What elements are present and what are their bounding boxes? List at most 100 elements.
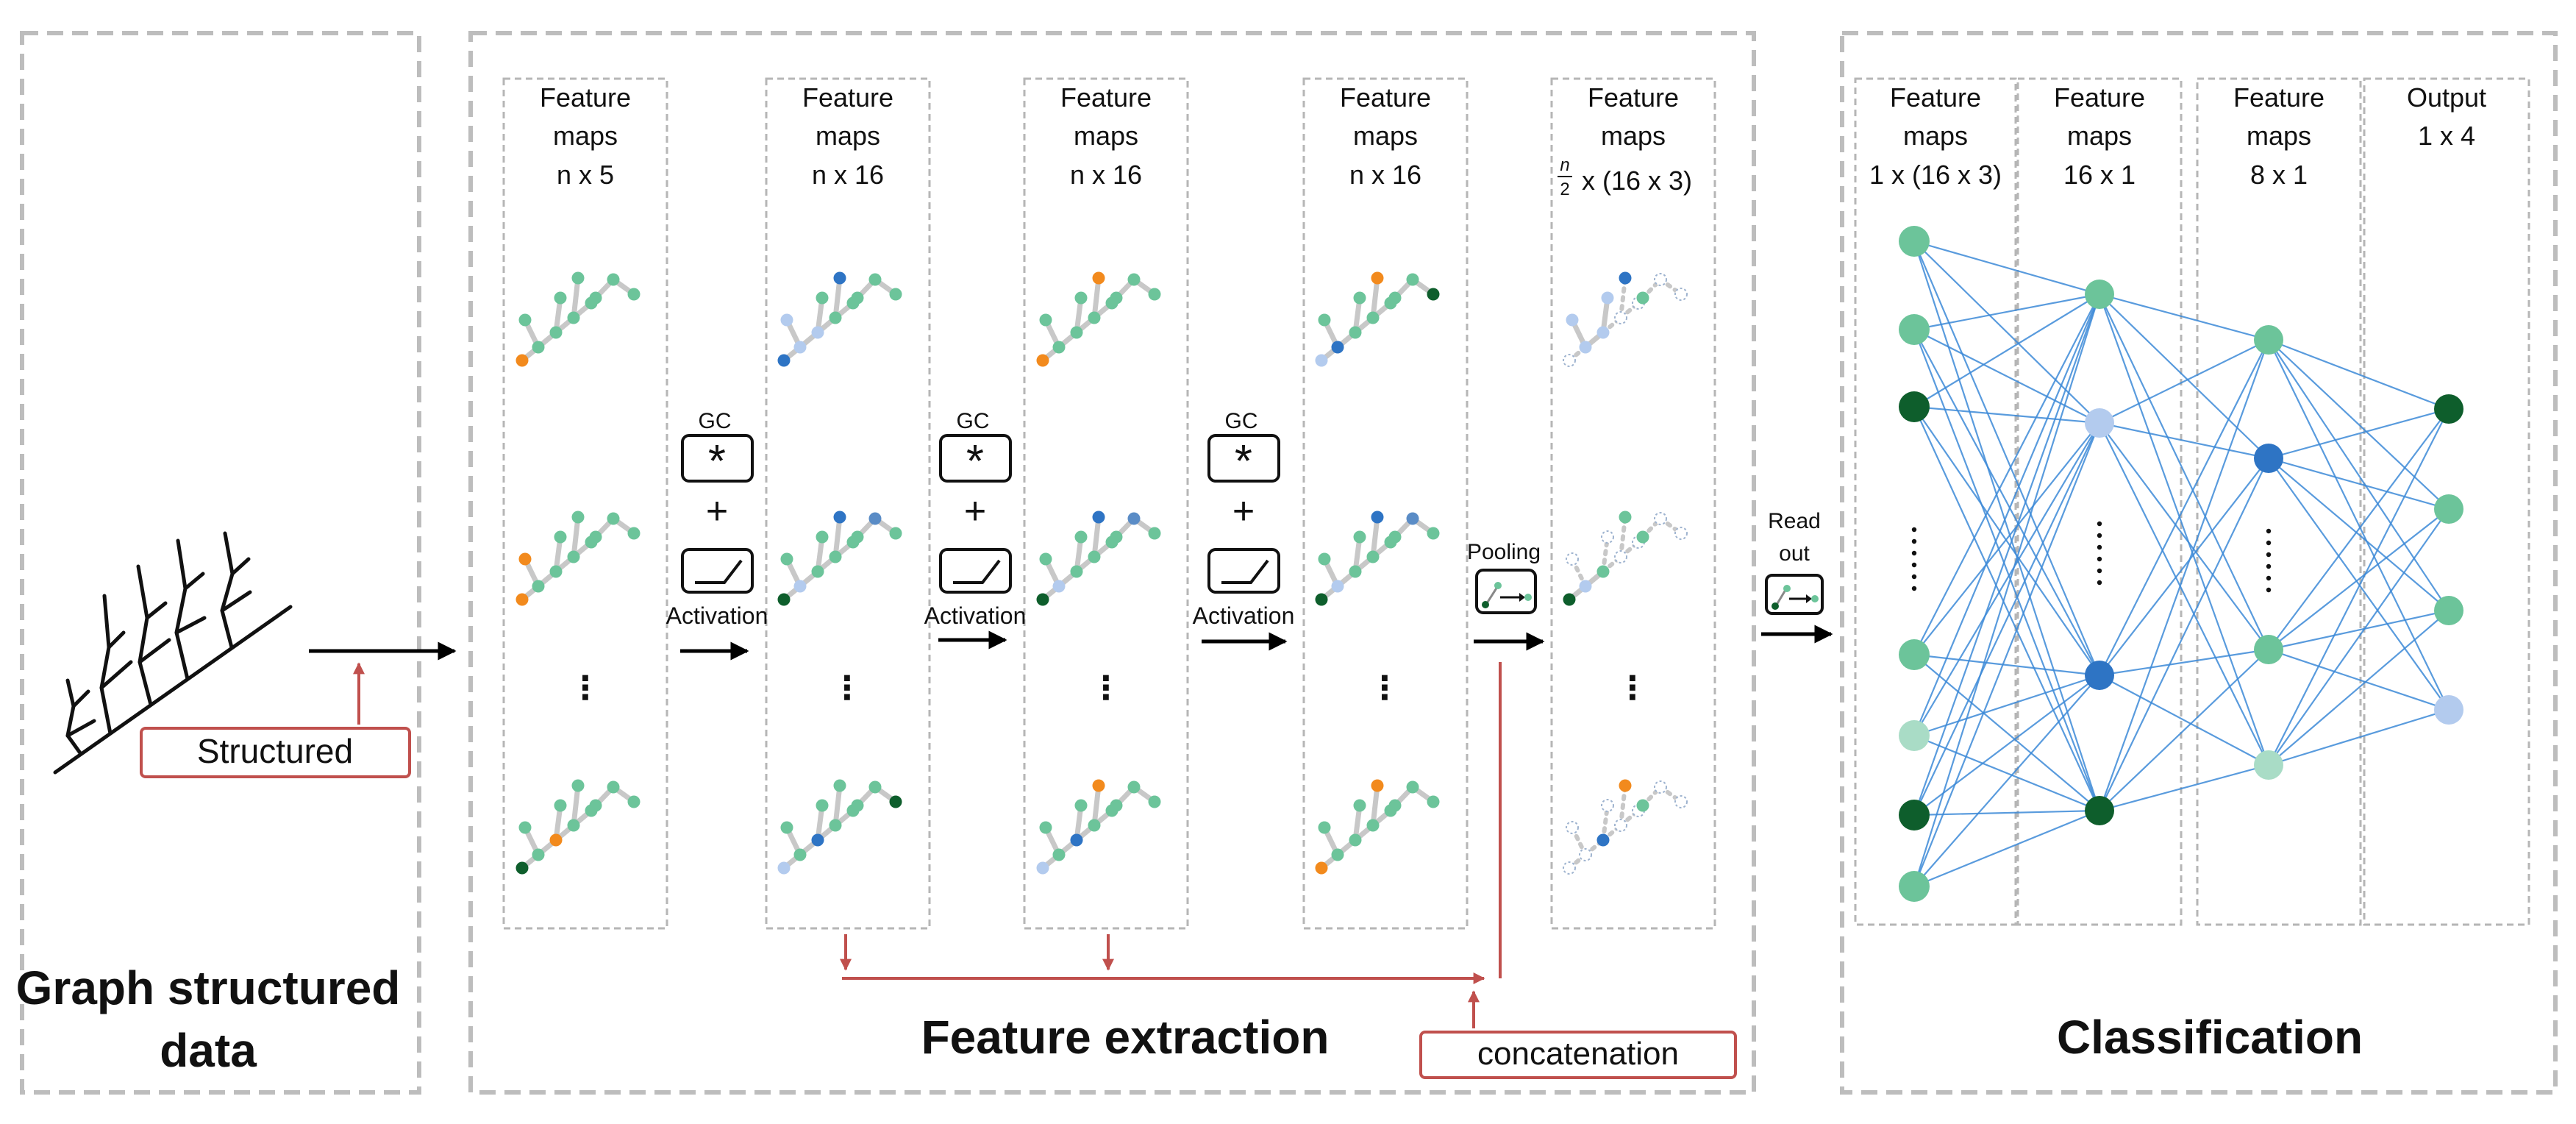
- network-edge: [2098, 294, 2270, 766]
- graph-node: [515, 593, 529, 606]
- structured-label: Structured: [197, 732, 353, 770]
- graph-node: [1036, 593, 1049, 606]
- graph-node: [1579, 580, 1592, 593]
- graph-node: [1619, 271, 1632, 285]
- svg-text:Read: Read: [1768, 509, 1821, 533]
- graph-node: [1636, 291, 1649, 305]
- graph-node: [780, 821, 793, 834]
- graph-node: [607, 273, 620, 286]
- graph-node: [816, 530, 829, 544]
- svg-text:maps: maps: [1353, 121, 1418, 151]
- network-edge: [2268, 408, 2450, 460]
- network-edge: [2268, 458, 2450, 711]
- graph-node: [1601, 291, 1614, 305]
- graph-node: [816, 291, 829, 305]
- graph-node: [607, 780, 620, 794]
- network-edge: [1913, 422, 2100, 816]
- feature-column-3-header: Feature maps n x 16: [1060, 82, 1152, 190]
- network-edge: [1913, 294, 2100, 655]
- fraction-numerator: n: [1560, 155, 1569, 175]
- graph-node: [1092, 779, 1105, 792]
- graph-node: [777, 861, 791, 875]
- network-edge: [1913, 422, 2101, 887]
- graph-node: [1052, 341, 1066, 354]
- network-edge: [2268, 338, 2450, 410]
- ellipsis-dot: [1911, 586, 1917, 591]
- graph-node: [829, 819, 842, 832]
- ellipsis-dot: [2097, 521, 2102, 527]
- fully-connected-network: [1899, 226, 2463, 902]
- network-edge: [1913, 405, 2100, 424]
- svg-text:out: out: [1779, 541, 1810, 566]
- graph-node: [1619, 511, 1632, 524]
- network-neuron: [1899, 391, 1930, 422]
- network-edge: [1913, 294, 2100, 408]
- graph-node-pooled: [1654, 780, 1667, 794]
- classifier-column-2-header: Feature maps 16 x 1: [2054, 82, 2145, 190]
- gc-activation-block-2: GC * + Activation: [924, 409, 1026, 650]
- convolution-icon: *: [708, 436, 726, 487]
- graph-glyph: [515, 779, 641, 875]
- concatenation-label: concatenation: [1477, 1036, 1679, 1072]
- graph-node: [811, 833, 824, 847]
- network-edge: [1913, 294, 2101, 736]
- graph-node: [1092, 271, 1105, 285]
- graph-node: [1388, 799, 1402, 812]
- network-neuron: [2254, 635, 2283, 664]
- svg-text:n x 16: n x 16: [1070, 160, 1142, 190]
- graph-node: [1427, 288, 1440, 301]
- feature-column-5: [1550, 77, 1716, 930]
- classifier-column-2: [2016, 77, 2183, 926]
- graph-node: [518, 313, 532, 327]
- network-edge: [1913, 653, 2100, 677]
- graph-node: [889, 288, 902, 301]
- ellipsis-dot: [2266, 587, 2272, 593]
- graph-node: [532, 848, 545, 861]
- graph-node: [1110, 530, 1123, 544]
- feature-extraction-panel: [468, 31, 1756, 1095]
- graph-node: [1088, 819, 1101, 832]
- feature-column-5-header: Feature maps n 2 x (16 x 3): [1558, 82, 1692, 199]
- network-neuron: [2434, 596, 2463, 625]
- network-edge: [2268, 339, 2450, 711]
- network-edge: [2268, 408, 2450, 766]
- ellipsis-dot: [1911, 574, 1917, 580]
- svg-text:maps: maps: [1074, 121, 1138, 151]
- graph-node: [1406, 780, 1419, 794]
- network-edge: [1913, 329, 2100, 424]
- graph-node: [811, 565, 824, 578]
- graph-node: [1331, 580, 1344, 593]
- classifier-column-3: [2196, 77, 2362, 926]
- activation-icon: [695, 559, 743, 584]
- input-title-line1: Graph structured: [16, 961, 401, 1014]
- network-edge: [2268, 458, 2450, 611]
- network-neuron: [1899, 800, 1930, 830]
- graph-node-pooled: [1614, 311, 1627, 324]
- network-edge: [1913, 675, 2100, 816]
- graph-node: [1371, 779, 1384, 792]
- feature-column-2-header: Feature maps n x 16: [802, 82, 893, 190]
- svg-text:n x 16: n x 16: [812, 160, 884, 190]
- network-edge: [2099, 675, 2269, 766]
- network-neuron: [2085, 408, 2114, 438]
- network-edge: [2268, 508, 2450, 766]
- convolution-icon: *: [966, 436, 984, 487]
- svg-text:Output: Output: [2407, 82, 2486, 113]
- graph-node: [1366, 550, 1380, 563]
- network-edge: [1913, 809, 2100, 817]
- graph-node: [889, 795, 902, 808]
- svg-text:Activation: Activation: [1193, 602, 1295, 629]
- graph-node: [567, 550, 580, 563]
- feature-column-4: [1302, 77, 1469, 930]
- graph-node: [1636, 530, 1649, 544]
- graph-node: [1331, 848, 1344, 861]
- graph-node: [777, 354, 791, 367]
- graph-node: [1388, 291, 1402, 305]
- graph-node: [1110, 291, 1123, 305]
- network-neuron: [2085, 661, 2114, 690]
- graph-node: [532, 341, 545, 354]
- network-edge: [2099, 422, 2269, 766]
- svg-text:+: +: [964, 490, 986, 533]
- svg-text:maps: maps: [2067, 121, 2132, 151]
